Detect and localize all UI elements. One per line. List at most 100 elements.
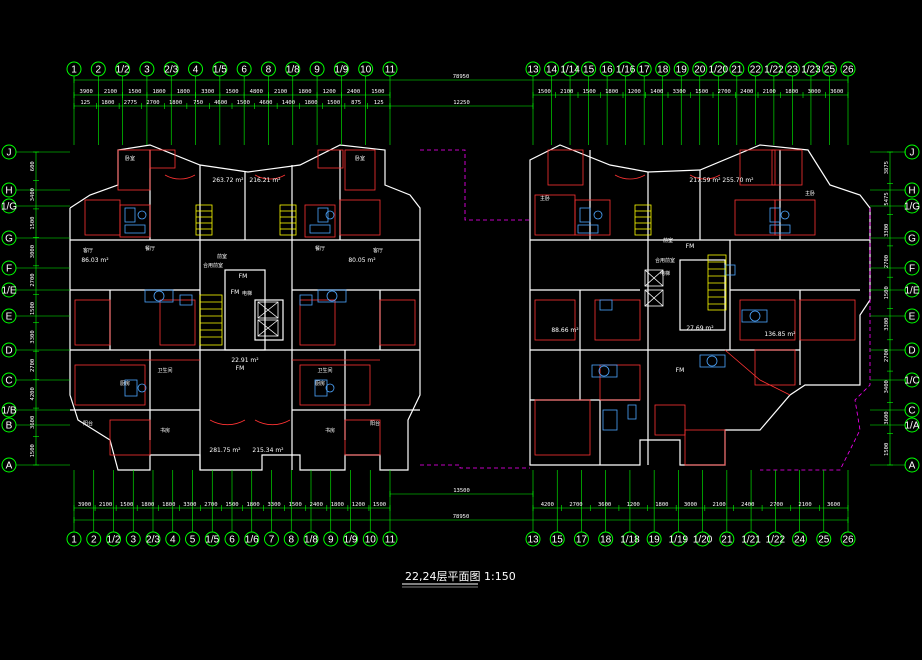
svg-text:1/B: 1/B	[1, 406, 16, 417]
room-label: 合用前室	[655, 257, 675, 264]
axis-bubble-top-left: 1/9	[333, 61, 349, 77]
axis-bubble-top-right: 21	[729, 61, 745, 77]
axis-bubble-bottom-right: 26	[840, 531, 856, 547]
svg-text:3: 3	[130, 535, 136, 546]
svg-text:8: 8	[266, 65, 272, 76]
dim-top-left-detail: 1800	[304, 100, 317, 106]
svg-text:15: 15	[583, 65, 595, 76]
svg-text:E: E	[909, 312, 916, 323]
svg-text:1/22: 1/22	[764, 65, 784, 76]
axis-bubble-bottom-left: 4	[165, 531, 181, 547]
dim-top-left-detail: 1500	[327, 100, 340, 106]
axis-bubble-bottom-right: 1/18	[620, 531, 640, 547]
drawing-title: 22,24层平面图 1:150	[402, 570, 516, 588]
axis-bubble-bottom-left: 1/8	[303, 531, 319, 547]
dim-bottom-left: 1500	[373, 502, 386, 508]
room-area: 80.05 m²	[348, 257, 376, 264]
room-label: 书房	[160, 427, 170, 434]
dim-left-vertical: 3000	[30, 245, 36, 258]
axis-bubble-bottom-right: 13	[525, 531, 541, 547]
dim-right-vertical: 2700	[884, 349, 890, 362]
axis-bubble-row-left: J	[1, 144, 17, 160]
room-label: 卫生间	[317, 367, 332, 374]
dim-left-vertical: 2700	[30, 359, 36, 372]
room-area: 217.59 m²	[689, 177, 721, 184]
dim-left-vertical: 2700	[30, 273, 36, 286]
dim-top-right: 1800	[785, 89, 798, 95]
axis-bubble-row-left: F	[1, 260, 17, 276]
dim-bottom-right: 2100	[798, 502, 811, 508]
dim-top-left-detail: 1800	[169, 100, 182, 106]
svg-text:B: B	[6, 421, 13, 432]
dim-top-left: 3900	[80, 89, 93, 95]
axis-bubble-bottom-right: 1/20	[693, 531, 713, 547]
dim-right-vertical: 3600	[884, 411, 890, 424]
svg-text:1/6: 1/6	[245, 535, 259, 546]
dim-bottom-left: 1500	[120, 502, 133, 508]
svg-text:11: 11	[385, 65, 396, 76]
axis-bubble-row-right: H	[904, 182, 920, 198]
right-stairs	[634, 204, 727, 311]
room-label: 客厅	[373, 247, 383, 254]
axis-bubble-row-right: 1/G	[904, 198, 920, 214]
axis-bubble-bottom-right: 15	[549, 531, 565, 547]
axis-bubble-row-right: 1/E	[904, 282, 920, 298]
room-area: 281.75 m²	[209, 447, 241, 454]
axis-bubble-row-left: D	[1, 342, 17, 358]
axis-bubble-top-left: 1/8	[285, 61, 301, 77]
dim-top-left: 4800	[250, 89, 263, 95]
dim-left-vertical: 3600	[30, 416, 36, 429]
dim-bottom-left: 2100	[99, 502, 112, 508]
svg-text:19: 19	[649, 535, 661, 546]
axis-bubble-top-right: 1/14	[560, 61, 580, 77]
axis-bubble-bottom-right: 1/21	[741, 531, 761, 547]
room-label: 厨房	[315, 380, 325, 387]
axis-bubble-top-right: 1/22	[764, 61, 784, 77]
room-label: 前室	[663, 237, 673, 244]
svg-text:6: 6	[241, 65, 247, 76]
fm-label: FM	[686, 243, 695, 250]
dim-top-left: 1800	[298, 89, 311, 95]
svg-text:1/2: 1/2	[116, 65, 130, 76]
dim-bottom-left: 1500	[289, 502, 302, 508]
svg-text:15: 15	[552, 535, 564, 546]
room-area: 136.85 m²	[764, 331, 796, 338]
svg-text:1: 1	[71, 65, 77, 76]
svg-text:17: 17	[576, 535, 588, 546]
dim-bottom-right: 3600	[598, 502, 611, 508]
dim-bottom-left: 3300	[268, 502, 281, 508]
svg-text:8: 8	[288, 535, 294, 546]
axis-bubble-top-right: 1/23	[801, 61, 821, 77]
room-area: 216.21 m²	[249, 177, 281, 184]
dim-top-right: 2400	[740, 89, 753, 95]
room-area: 27.69 m²	[686, 325, 714, 332]
dim-bottom-right: 2700	[770, 502, 783, 508]
svg-text:1/G: 1/G	[1, 202, 17, 213]
dim-top-left: 1800	[152, 89, 165, 95]
svg-text:11: 11	[385, 535, 396, 546]
axis-bubble-row-right: G	[904, 230, 920, 246]
dim-bottom-right: 2400	[741, 502, 754, 508]
dim-top-left: 2400	[347, 89, 360, 95]
svg-text:4: 4	[170, 535, 176, 546]
axis-bubble-top-left: 2/3	[163, 61, 179, 77]
svg-text:17: 17	[639, 65, 651, 76]
dim-top-right: 1500	[695, 89, 708, 95]
axis-bubble-top-left: 1/2	[115, 61, 131, 77]
svg-text:1/5: 1/5	[213, 65, 227, 76]
dim-top-left-detail: 1800	[101, 100, 114, 106]
axis-bubble-top-right: 22	[747, 61, 763, 77]
svg-text:G: G	[5, 234, 13, 245]
svg-text:9: 9	[328, 535, 334, 546]
svg-text:9: 9	[314, 65, 320, 76]
fm-label: FM	[239, 273, 248, 280]
dim-right-vertical: 1500	[884, 286, 890, 299]
dim-top-left: 2100	[104, 89, 117, 95]
dim-top-left-detail: 4600	[214, 100, 227, 106]
svg-text:2/3: 2/3	[164, 65, 178, 76]
svg-text:10: 10	[360, 65, 372, 76]
svg-text:6: 6	[229, 535, 235, 546]
axis-bubble-row-left: 1/G	[1, 198, 17, 214]
